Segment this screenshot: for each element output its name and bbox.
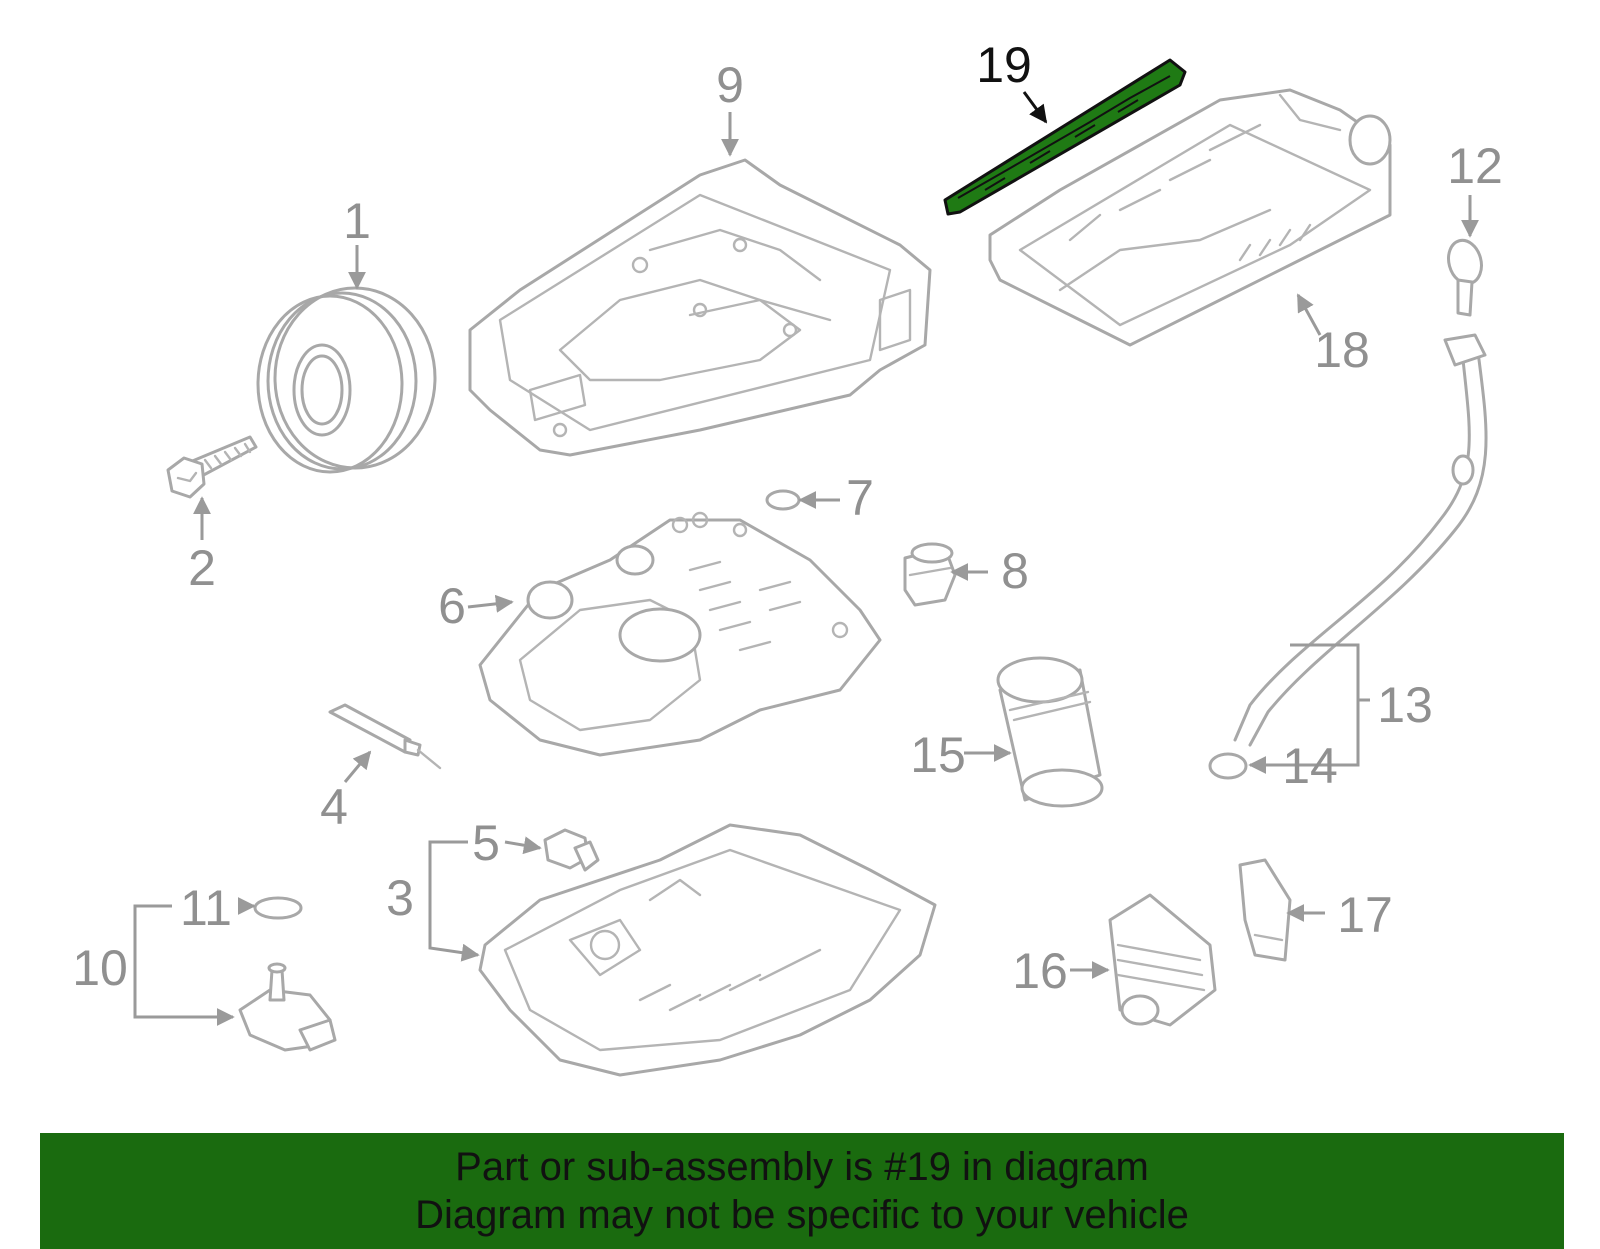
- part-16-oil-cooler[interactable]: [1108, 893, 1217, 1027]
- callout-12: 12: [1447, 138, 1503, 194]
- banner-line-1: Part or sub-assembly is #19 in diagram: [455, 1145, 1149, 1189]
- part-15-oil-filter[interactable]: [996, 656, 1104, 808]
- part-18-baffle[interactable]: [988, 88, 1392, 347]
- callout-10: 10: [72, 940, 128, 996]
- part-17-gasket[interactable]: [1238, 858, 1292, 962]
- callout-18: 18: [1314, 322, 1370, 378]
- callout-5: 5: [472, 815, 500, 871]
- part-5-drain-plug[interactable]: [543, 828, 600, 872]
- callout-3: 3: [386, 870, 414, 926]
- part-9-lower-block[interactable]: [468, 158, 932, 457]
- callout-15: 15: [910, 727, 966, 783]
- callout-19: 19: [976, 37, 1032, 93]
- part-3-oil-pan[interactable]: [478, 823, 937, 1077]
- part-4-sealant[interactable]: [328, 703, 442, 770]
- info-banner: Part or sub-assembly is #19 in diagram D…: [40, 1133, 1564, 1249]
- part-13-dipstick-tube[interactable]: [1233, 333, 1488, 747]
- callout-17: 17: [1337, 887, 1393, 943]
- part-7-o-ring[interactable]: [765, 489, 801, 511]
- callout-2: 2: [188, 540, 216, 596]
- banner-line-2: Diagram may not be specific to your vehi…: [415, 1193, 1189, 1237]
- part-2-bolt[interactable]: [166, 435, 258, 499]
- callout-9: 9: [716, 57, 744, 113]
- callout-6: 6: [438, 578, 466, 634]
- part-1-pulley[interactable]: [256, 286, 437, 474]
- part-19-gasket[interactable]: [943, 58, 1187, 216]
- leader-lines: [133, 91, 1479, 1026]
- part-6-oil-pump[interactable]: [478, 511, 882, 757]
- callout-labels: 1 2 3 4 5 6 7 8 9 10 11 12 13 14 15 16 1…: [72, 37, 1503, 999]
- callout-11: 11: [180, 880, 232, 936]
- part-11-o-ring[interactable]: [253, 896, 303, 920]
- callout-1: 1: [343, 193, 371, 249]
- part-8-valve[interactable]: [903, 542, 957, 607]
- parts-diagram: 1 2 3 4 5 6 7 8 9 10 11 12 13 14 15 16 1…: [72, 37, 1503, 1077]
- callout-16: 16: [1012, 943, 1068, 999]
- callout-14: 14: [1282, 738, 1338, 794]
- part-12-dipstick[interactable]: [1444, 237, 1486, 317]
- callout-8: 8: [1001, 543, 1029, 599]
- part-14-seal[interactable]: [1208, 752, 1248, 780]
- callout-4: 4: [320, 779, 348, 835]
- part-10-oil-sensor[interactable]: [238, 962, 337, 1052]
- callout-13: 13: [1377, 677, 1433, 733]
- callout-7: 7: [846, 470, 874, 526]
